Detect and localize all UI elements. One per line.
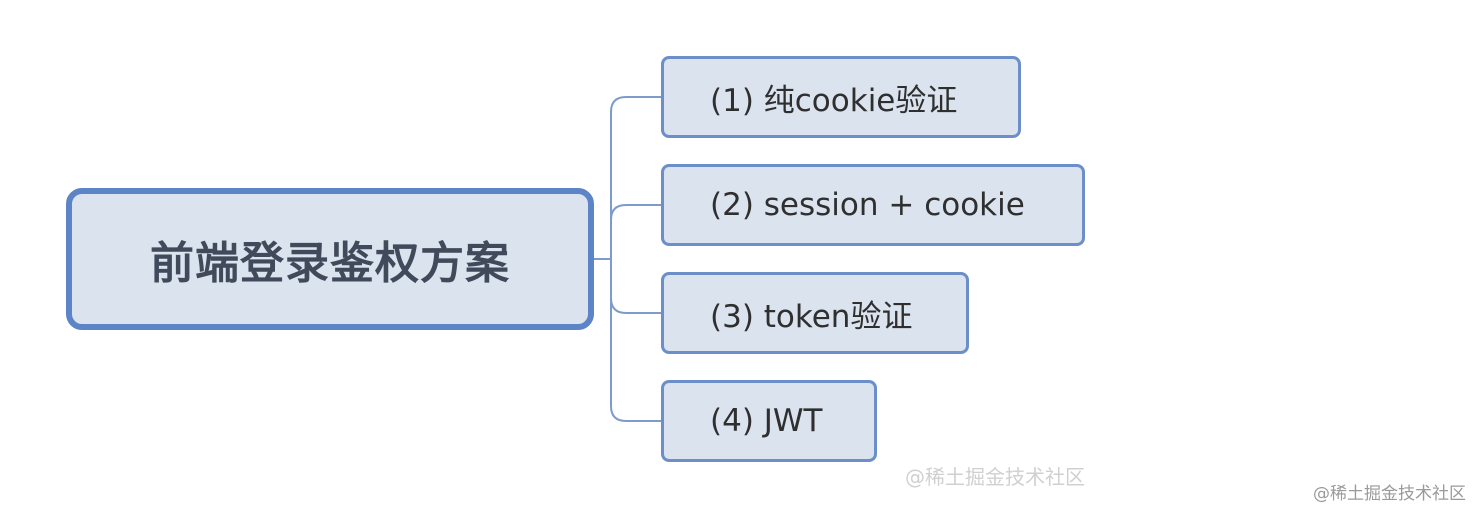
connector-branch-1 (610, 96, 661, 259)
subtopic-node-3[interactable]: (3) token验证 (661, 272, 969, 354)
subtopic-node-2[interactable]: (2) session + cookie (661, 164, 1085, 246)
watermark-center: @稀土掘金技术社区 (905, 465, 1085, 489)
watermark-corner: @稀土掘金技术社区 (1313, 484, 1466, 504)
subtopic-label-4: (4) JWT (710, 403, 823, 439)
subtopic-node-4[interactable]: (4) JWT (661, 380, 877, 462)
connector-branch-4 (610, 259, 661, 422)
connector-branch-2 (610, 204, 661, 259)
root-topic-node[interactable]: 前端登录鉴权方案 (66, 188, 594, 330)
subtopic-label-1: (1) 纯cookie验证 (710, 82, 958, 119)
connector-branch-3 (610, 259, 661, 314)
subtopic-label-2: (2) session + cookie (710, 187, 1025, 223)
root-topic-label: 前端登录鉴权方案 (150, 238, 510, 289)
subtopic-label-3: (3) token验证 (710, 298, 913, 335)
subtopic-node-1[interactable]: (1) 纯cookie验证 (661, 56, 1021, 138)
